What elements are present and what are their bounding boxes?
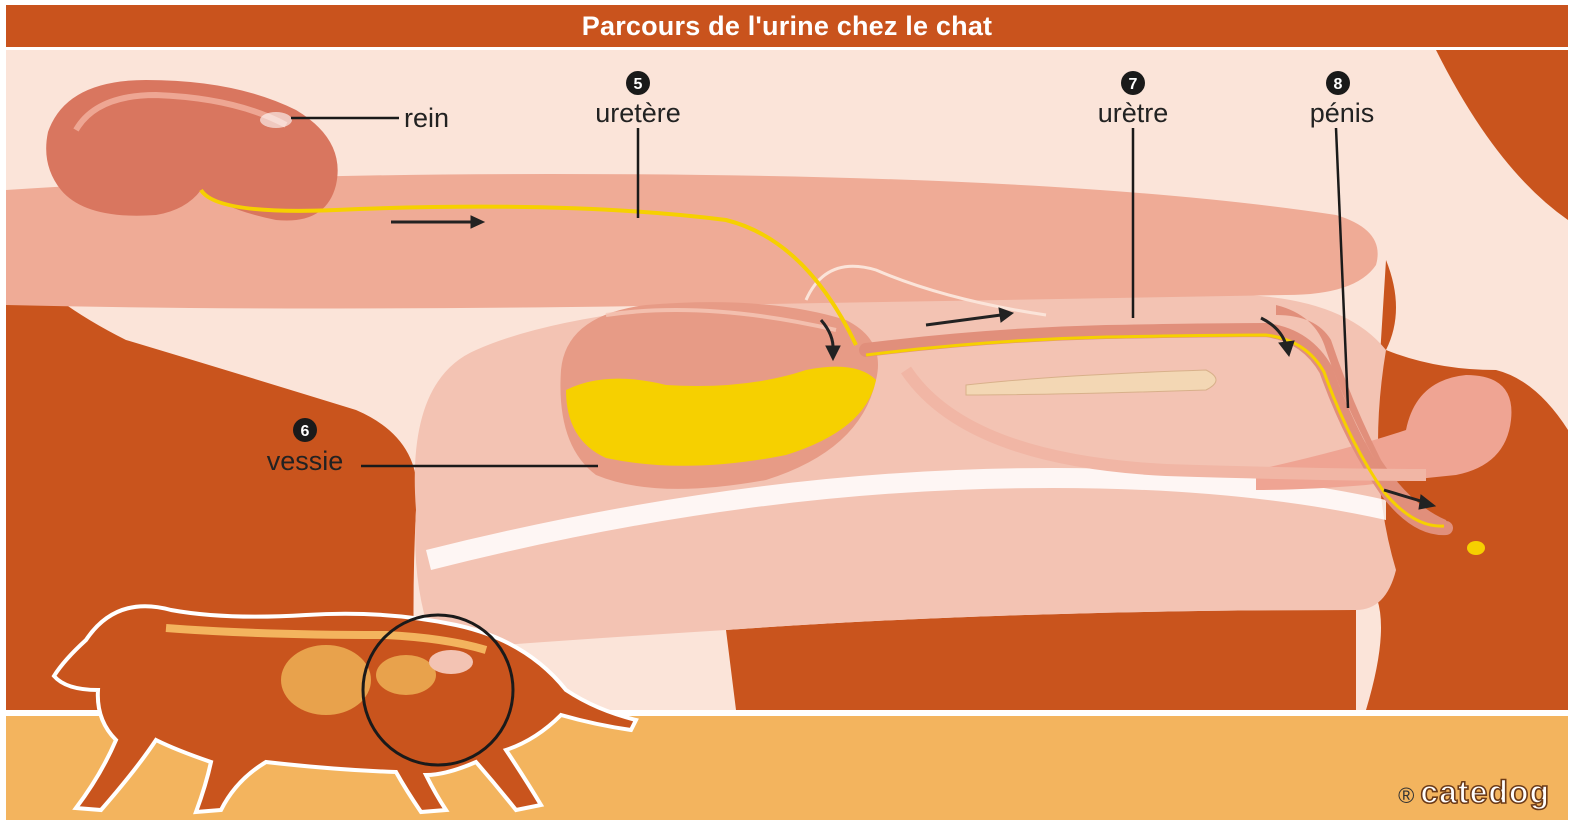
diagram-title: Parcours de l'urine chez le chat [6, 5, 1568, 47]
label-uretre: urètre [1098, 98, 1169, 128]
label-uretere: uretère [595, 98, 681, 128]
brand-logo-text: catedog [1420, 774, 1550, 811]
svg-text:5: 5 [634, 76, 643, 93]
svg-text:6: 6 [301, 423, 310, 440]
label-penis: pénis [1310, 98, 1375, 128]
label-rein: rein [404, 103, 449, 133]
svg-text:7: 7 [1129, 76, 1138, 93]
badge-penis: 8 [1326, 71, 1350, 95]
urinary-tract-illustration: 5 7 8 6 rein uretère urètre pénis vessie [6, 50, 1568, 820]
badge-uretere: 5 [626, 71, 650, 95]
badge-uretre: 7 [1121, 71, 1145, 95]
lower-body-mass [726, 610, 1356, 710]
label-vessie: vessie [267, 446, 344, 476]
diagram-canvas: 5 7 8 6 rein uretère urètre pénis vessie [6, 50, 1568, 820]
registered-mark: ® [1398, 783, 1414, 809]
urine-drop [1467, 541, 1485, 555]
badge-vessie: 6 [293, 418, 317, 442]
svg-text:8: 8 [1334, 76, 1343, 93]
copyright-logo: ® catedog [1398, 774, 1550, 811]
